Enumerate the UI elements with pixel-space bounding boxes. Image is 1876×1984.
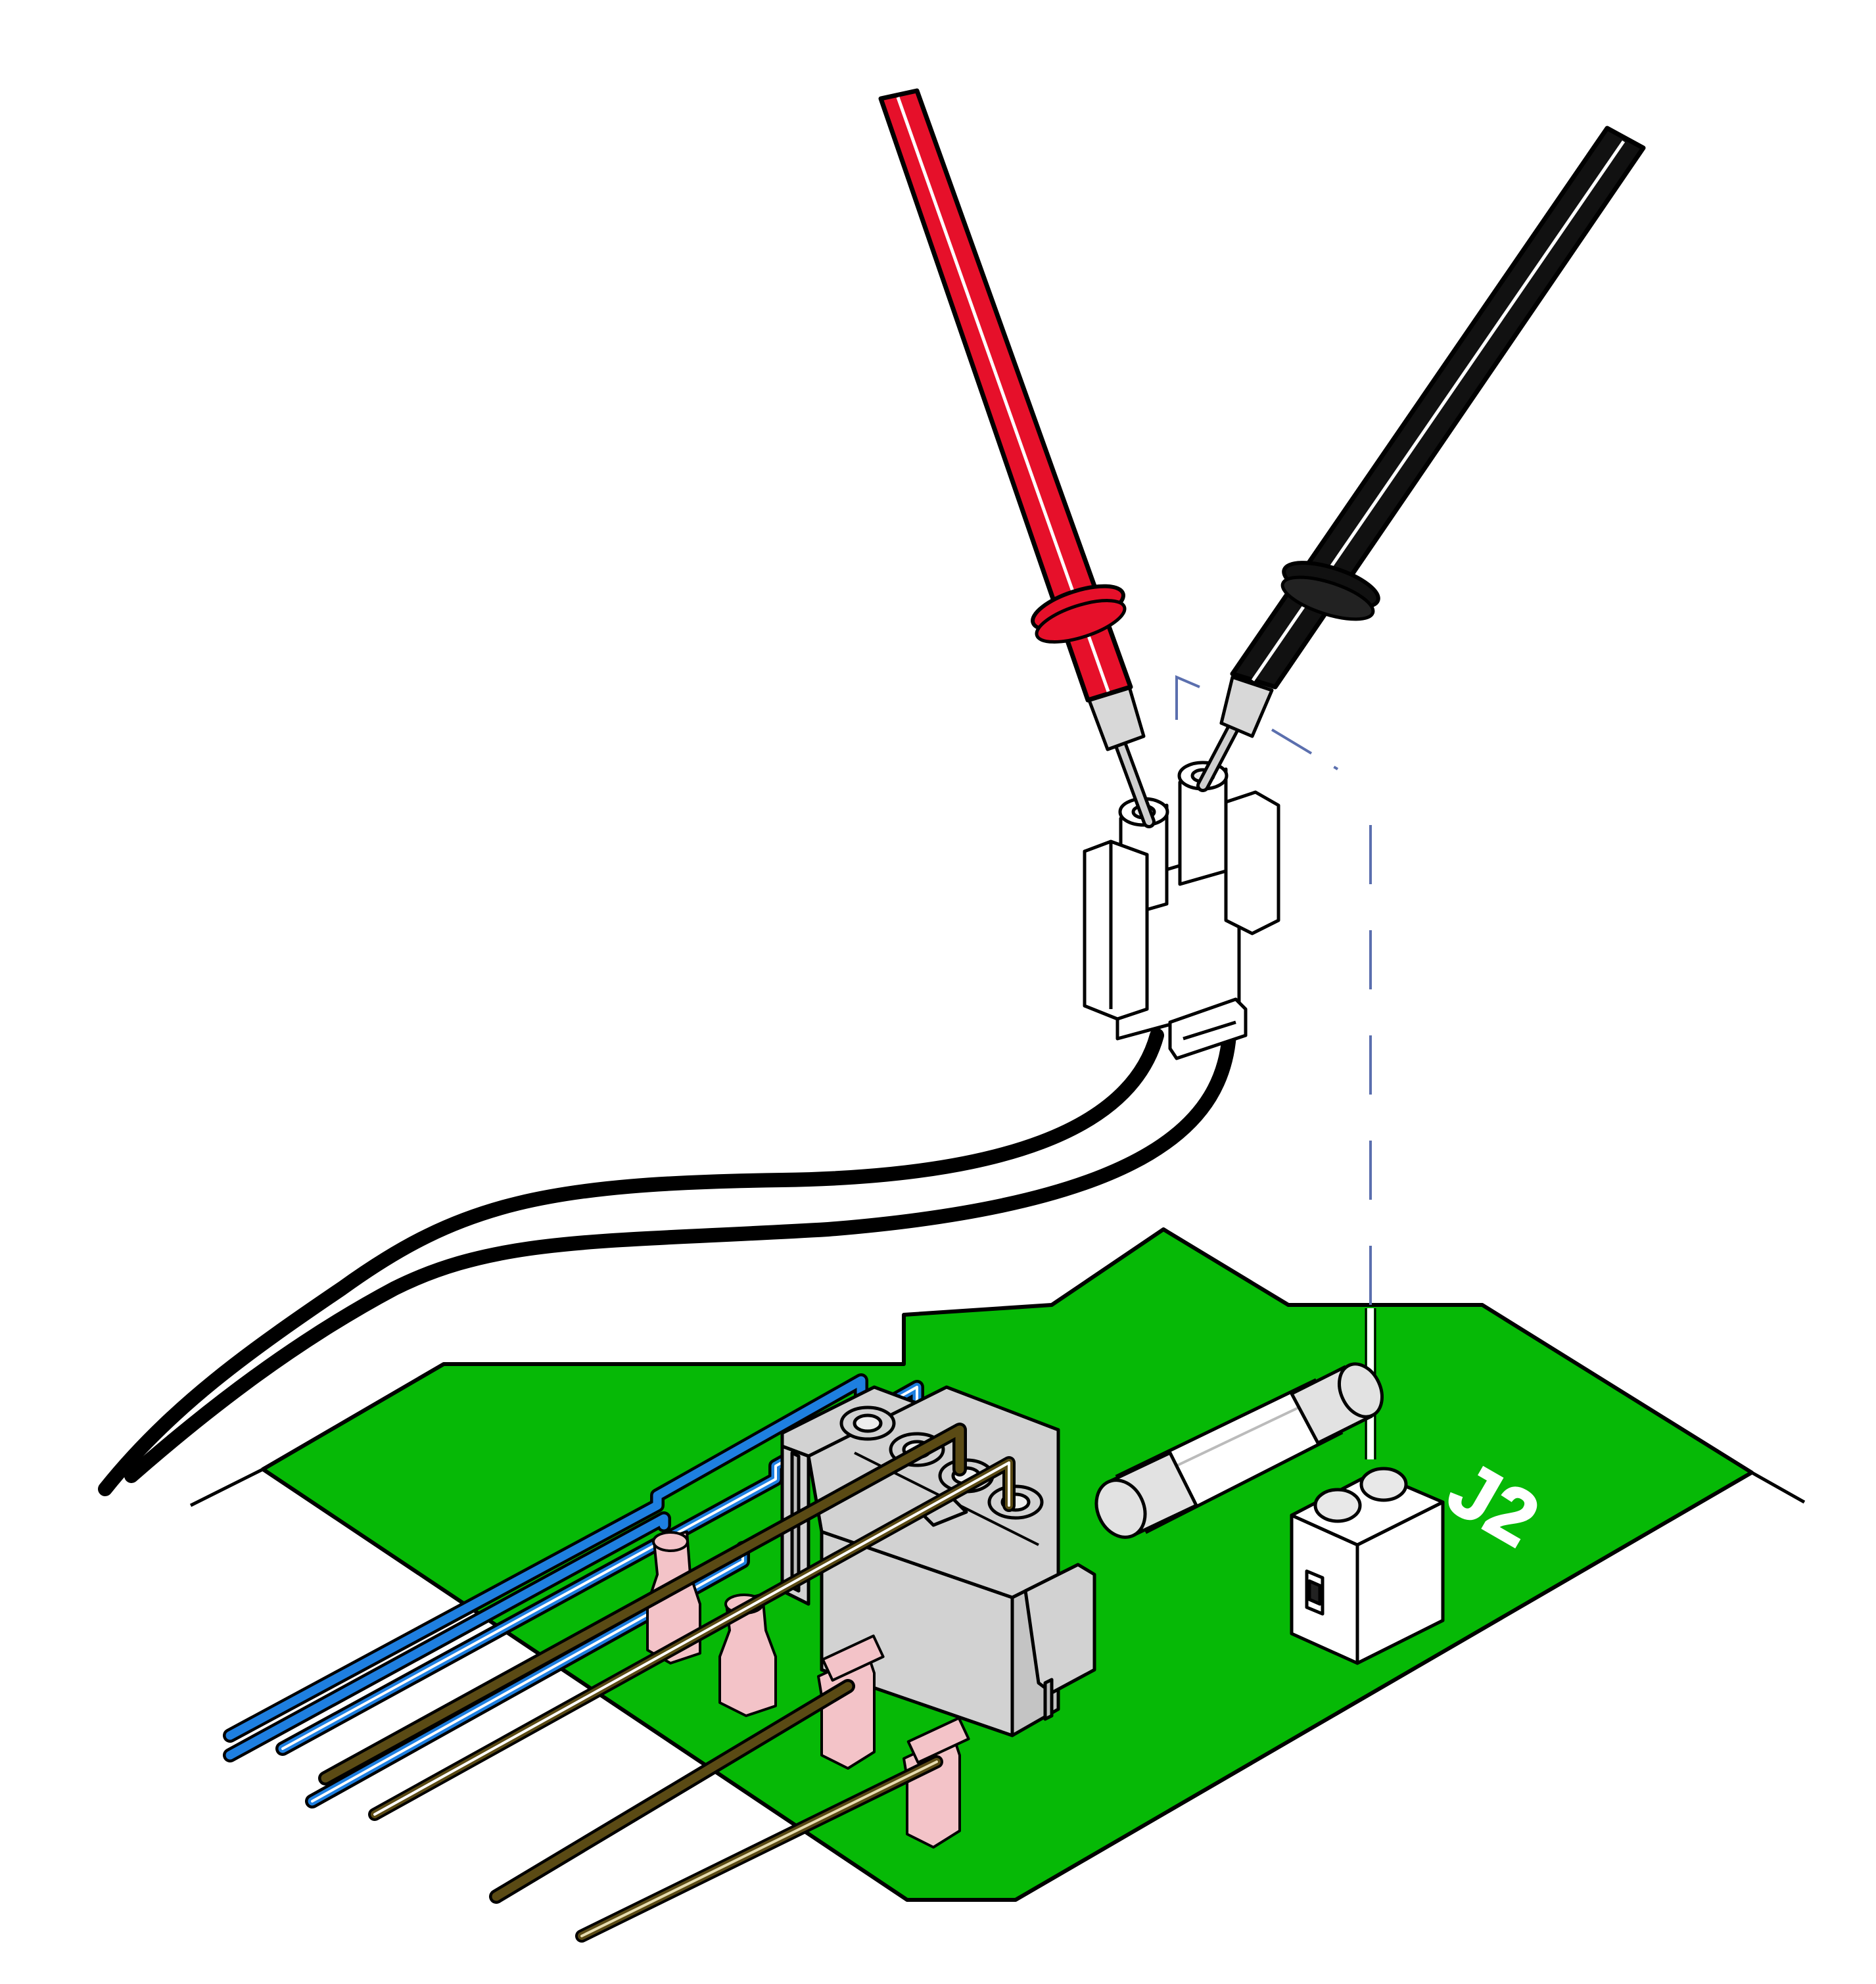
fuse-cap-right-end bbox=[1338, 1362, 1384, 1419]
j2-latch bbox=[1307, 1579, 1322, 1606]
plug-lock-slot bbox=[1183, 1020, 1236, 1041]
plug-right-latch bbox=[1224, 790, 1280, 935]
guide-diagonal bbox=[1271, 728, 1339, 770]
cable-right bbox=[124, 1028, 1236, 1483]
connector-side-latch bbox=[1023, 1563, 1096, 1695]
plug-left-latch bbox=[1083, 839, 1149, 1021]
fuse-cap-left-end bbox=[1094, 1478, 1147, 1539]
pcb-edge-left bbox=[189, 1467, 264, 1507]
harness-wires-front bbox=[318, 1423, 1016, 1943]
two-pin-plug bbox=[1083, 761, 1280, 1060]
black-test-probe bbox=[1196, 126, 1646, 792]
red-probe-tip-metal bbox=[1114, 733, 1152, 825]
black-probe-handle bbox=[1230, 126, 1646, 690]
red-test-probe bbox=[878, 88, 1156, 828]
probe-cables bbox=[98, 1028, 1236, 1496]
glass-fuse bbox=[1094, 1362, 1384, 1539]
pink-terminals bbox=[646, 1530, 970, 1849]
red-probe-guard-lower bbox=[1035, 599, 1127, 644]
terminal-2 bbox=[718, 1593, 777, 1717]
black-probe-tip-metal bbox=[1200, 720, 1239, 789]
connector-latch-slot bbox=[1043, 1678, 1054, 1721]
j2-pin-hole-1 bbox=[1313, 1488, 1362, 1523]
plug-lock-clip bbox=[1168, 997, 1248, 1060]
j2-pin-hole-2 bbox=[1359, 1467, 1408, 1502]
black-probe-guard-lower bbox=[1280, 575, 1375, 621]
j2-header bbox=[1290, 1467, 1445, 1665]
black-probe-shroud bbox=[1219, 675, 1274, 738]
red-probe-handle bbox=[878, 88, 1133, 703]
terminal-1 bbox=[646, 1530, 701, 1665]
pcb-edge-right bbox=[1750, 1471, 1806, 1504]
guide-corner bbox=[1175, 674, 1200, 720]
cable-left bbox=[98, 1028, 1164, 1496]
